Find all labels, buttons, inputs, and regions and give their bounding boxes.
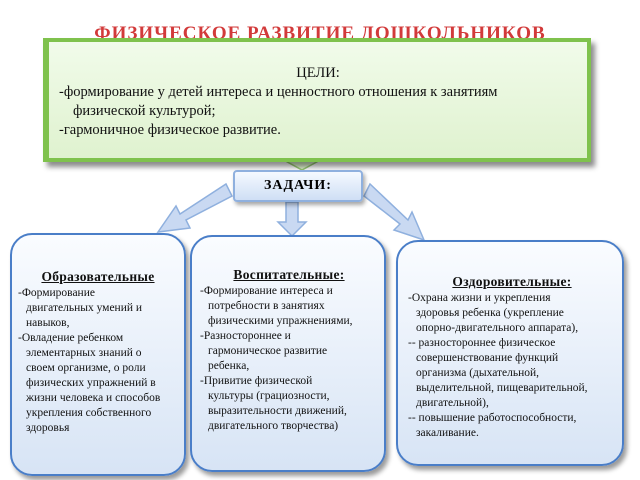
upbringing-line: выразительности движений, xyxy=(208,405,347,417)
arrow-tasks-to-health xyxy=(363,182,426,242)
upbringing-line: культуры (грациозности, xyxy=(208,390,330,402)
upbringing-line: -Формирование интереса и xyxy=(200,285,333,297)
educational-line: здоровья xyxy=(26,422,70,434)
educational-line: двигательных умений и xyxy=(26,302,143,314)
health-title: Оздоровительные: xyxy=(452,274,572,289)
health-line: здоровья ребенка (укрепление xyxy=(416,307,564,319)
educational-line: своем организме, о роли xyxy=(26,362,146,374)
upbringing-line: -Привитие физической xyxy=(200,375,313,387)
educational-title: Образовательные xyxy=(41,269,155,284)
tasks-box: ЗАДАЧИ: xyxy=(233,170,363,202)
educational-line: -Овладение ребенком xyxy=(18,332,124,344)
educational-line: элементарных знаний о xyxy=(26,347,142,359)
goals-box: ЦЕЛИ: -формирование у детей интереса и ц… xyxy=(43,38,591,162)
educational-line: укрепления собственного xyxy=(26,407,152,419)
health-line: организма (дыхательной, xyxy=(416,367,540,379)
educational-line: физических упражнений в xyxy=(26,377,156,389)
goals-line-3: -гармоничное физическое развитие. xyxy=(59,122,281,138)
health-line: -- повышение работоспособности, xyxy=(408,412,577,424)
health-card: Оздоровительные: -Охрана жизни и укрепле… xyxy=(396,240,624,466)
health-line: -- разностороннее физическое xyxy=(408,337,556,349)
health-line: выделительной, пищеварительной, xyxy=(416,382,588,394)
educational-line: жизни человека и способов xyxy=(26,392,161,404)
health-line: двигательной), xyxy=(416,397,489,409)
health-line: опорно-двигательного аппарата), xyxy=(416,322,579,334)
goals-heading: ЦЕЛИ: xyxy=(296,65,340,81)
upbringing-line: потребности в занятиях xyxy=(208,300,325,312)
health-line: совершенствование функций xyxy=(416,352,559,364)
arrow-tasks-to-upbringing xyxy=(276,201,308,238)
upbringing-title: Воспитательные: xyxy=(233,267,345,282)
goals-line-1: -формирование у детей интереса и ценност… xyxy=(59,84,498,100)
goals-line-2: физической культурой; xyxy=(73,103,216,119)
upbringing-line: двигательного творчества) xyxy=(208,420,339,432)
arrow-tasks-to-educational xyxy=(156,182,234,233)
educational-card: Образовательные -Формирование двигательн… xyxy=(10,233,186,476)
health-line: закаливание. xyxy=(416,427,479,439)
upbringing-line: физическими упражнениями, xyxy=(208,315,353,327)
upbringing-line: гармоническое развитие xyxy=(208,345,328,357)
page-title: ФИЗИЧЕСКОЕ РАЗВИТИЕ ДОШКОЛЬНИКОВ xyxy=(94,23,546,42)
health-line: -Охрана жизни и укрепления xyxy=(408,292,551,304)
educational-line: навыков, xyxy=(26,317,70,329)
upbringing-line: -Разностороннее и xyxy=(200,330,291,342)
upbringing-line: ребенка, xyxy=(208,360,250,372)
educational-line: -Формирование xyxy=(18,287,95,299)
upbringing-card: Воспитательные: -Формирование интереса и… xyxy=(190,235,386,472)
